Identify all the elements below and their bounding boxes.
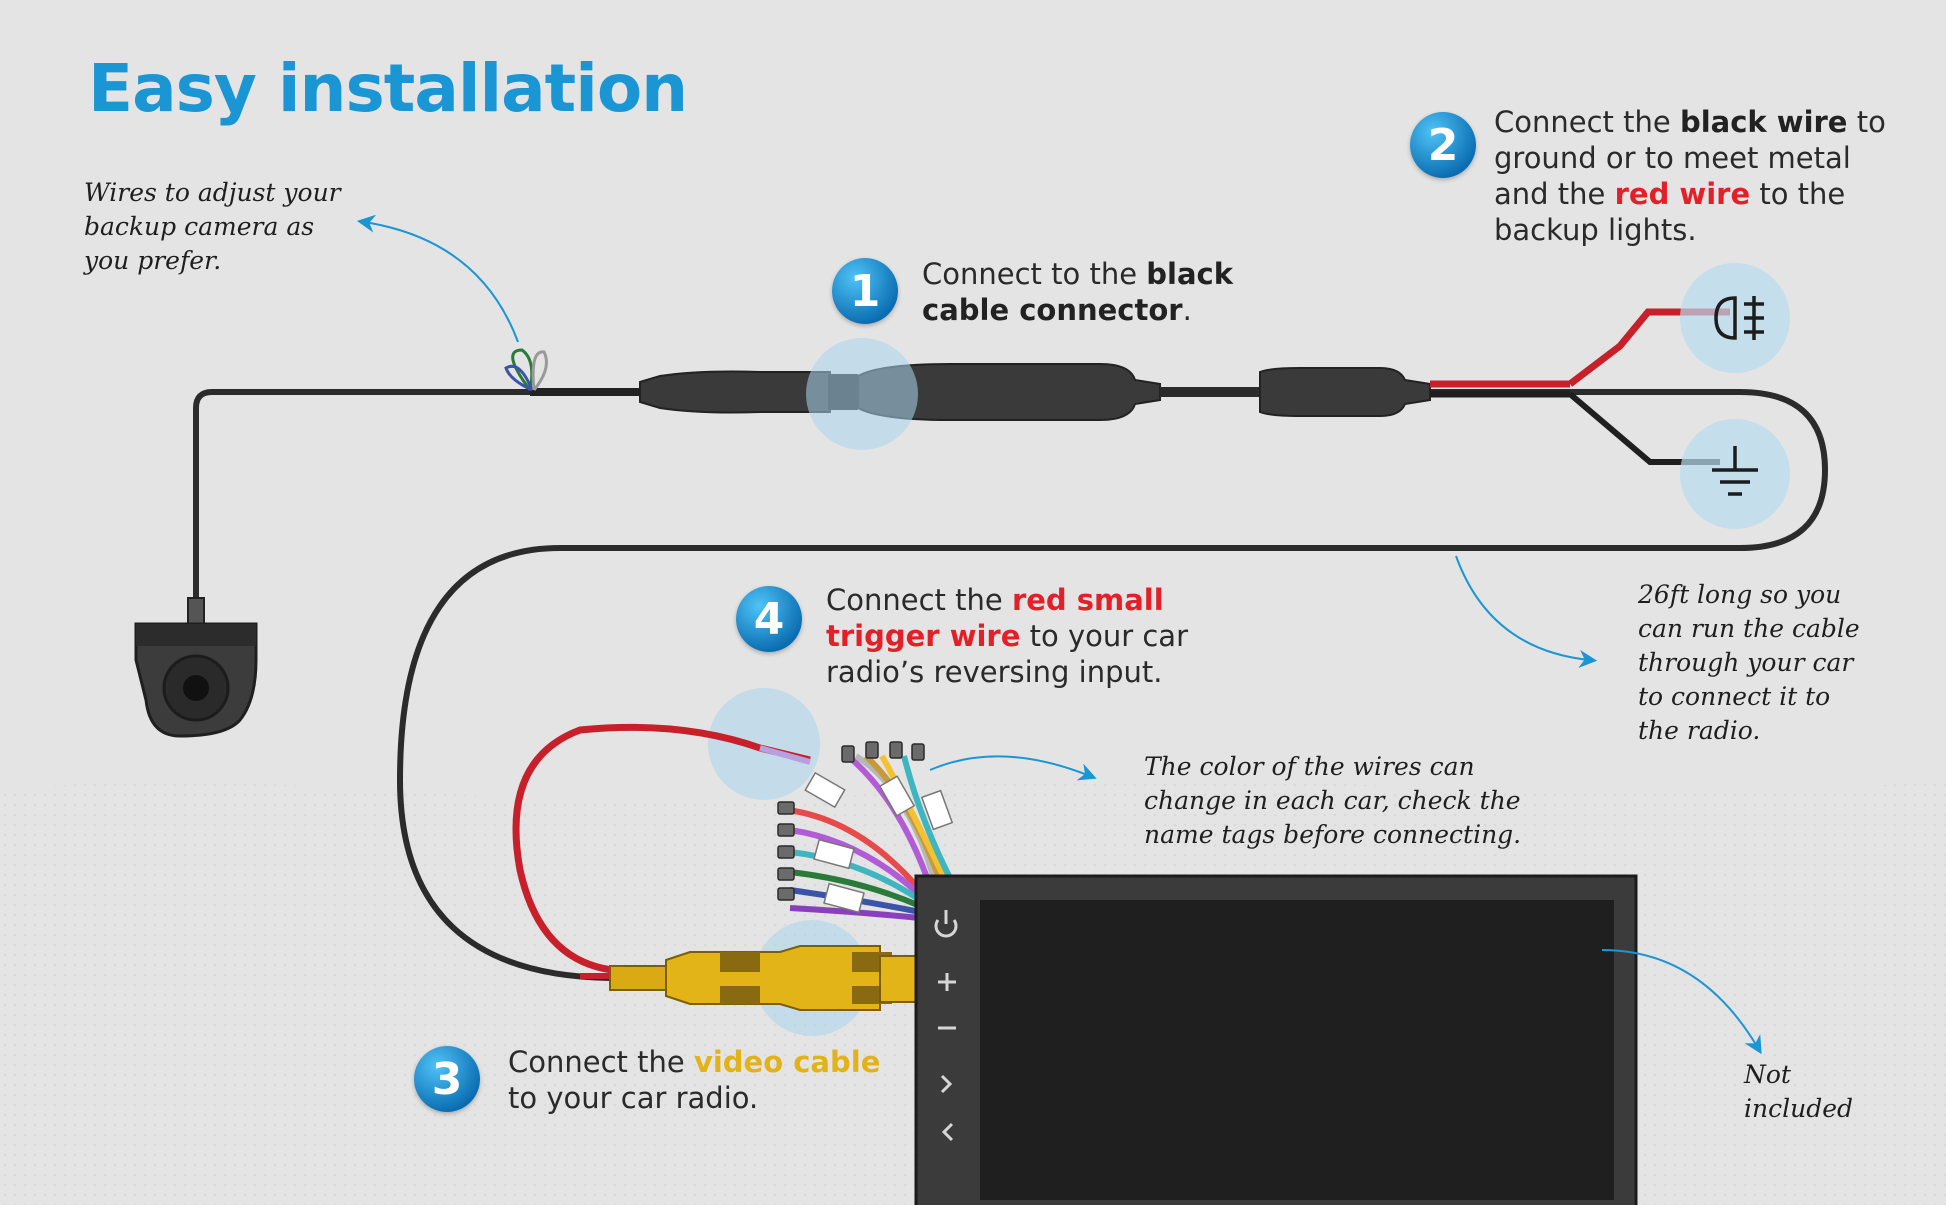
step-1-badge: 1 xyxy=(832,258,898,324)
adjust-wires-icon xyxy=(504,348,548,392)
main-cable xyxy=(193,388,1829,981)
step-2-badge: 2 xyxy=(1410,112,1476,178)
highlight-connector xyxy=(806,338,918,450)
video-cable-connector xyxy=(609,945,917,1011)
wire-tags xyxy=(804,771,954,914)
headlight-icon xyxy=(1714,296,1764,340)
page-title: Easy installation xyxy=(88,50,688,127)
ground-icon xyxy=(1712,446,1758,496)
wire-caps xyxy=(777,741,925,901)
car-radio xyxy=(914,874,1638,1205)
highlight-ground xyxy=(1680,419,1790,529)
backup-camera xyxy=(134,597,258,738)
step-4-badge: 4 xyxy=(736,586,802,652)
highlight-trigger xyxy=(708,688,820,800)
step-3-badge: 3 xyxy=(414,1046,480,1112)
pointer-arrows xyxy=(356,214,1762,1055)
black-cable-connector xyxy=(639,363,1431,421)
